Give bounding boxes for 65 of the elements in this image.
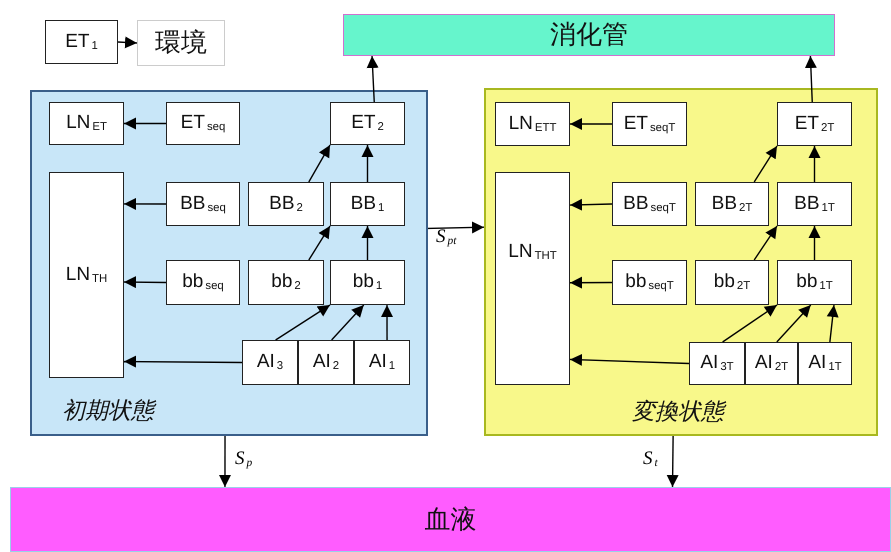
compartment-box: bb$_{2}$ xyxy=(248,260,324,305)
compartment-box: bb$_{seqT}$ xyxy=(612,260,687,305)
edge-label: S$_{p}$ xyxy=(235,448,252,470)
compartment-box: BB$_{1}$ xyxy=(330,182,405,226)
arrow xyxy=(826,304,839,342)
arrow xyxy=(124,198,166,210)
compartment-box: BB$_{1T}$ xyxy=(777,182,852,226)
compartment-box: bb$_{1T}$ xyxy=(777,260,852,305)
compartment-box: AI$_{1T}$ xyxy=(798,342,852,385)
arrow xyxy=(804,56,817,102)
compartment-box: 血液 xyxy=(10,487,891,552)
compartment-box: bb$_{1}$ xyxy=(330,260,405,305)
compartment-box: BB$_{seqT}$ xyxy=(612,182,687,226)
arrow xyxy=(118,36,138,48)
compartment-box: AI$_{3T}$ xyxy=(689,342,745,385)
group-title: 初期状態 xyxy=(62,395,154,426)
compartment-box: LN$_{THT}$ xyxy=(495,172,570,385)
arrow xyxy=(362,226,374,260)
arrow xyxy=(381,305,394,340)
group-title: 変換状態 xyxy=(632,396,724,427)
arrow xyxy=(362,145,374,182)
compartment-box: ET$_{seqT}$ xyxy=(612,102,687,146)
arrow xyxy=(124,276,166,288)
arrow xyxy=(570,198,612,211)
compartment-box: bb$_{2T}$ xyxy=(695,260,769,305)
arrow xyxy=(308,144,331,182)
arrow xyxy=(722,304,778,343)
compartment-box: 消化管 xyxy=(343,14,835,56)
compartment-panel xyxy=(484,88,878,436)
arrow xyxy=(776,304,812,342)
compartment-box: AI$_{2}$ xyxy=(298,340,354,385)
compartment-panel xyxy=(30,90,428,436)
arrow xyxy=(754,146,778,182)
compartment-box: ET$_{2}$ xyxy=(330,102,405,145)
arrow xyxy=(570,118,612,130)
arrow xyxy=(218,436,231,487)
compartment-box: ET$_{seq}$ xyxy=(166,102,240,145)
compartment-box: ET$_{2T}$ xyxy=(777,102,852,146)
arrow xyxy=(808,226,820,260)
compartment-box: AI$_{3}$ xyxy=(242,340,298,385)
arrow xyxy=(808,146,820,182)
arrow xyxy=(570,276,612,289)
arrow xyxy=(331,304,364,340)
arrow xyxy=(754,226,778,260)
edge-label: S$_{pt}$ xyxy=(436,226,456,248)
edge-label: S$_{t}$ xyxy=(643,448,658,470)
arrow xyxy=(124,118,166,130)
compartment-box: LN$_{ETT}$ xyxy=(495,102,570,146)
compartment-box: LN$_{ET}$ xyxy=(49,102,124,145)
compartment-box: LN$_{TH}$ xyxy=(49,172,124,378)
compartment-box: bb$_{seq}$ xyxy=(166,260,240,305)
arrow xyxy=(666,436,679,487)
arrow xyxy=(570,354,690,366)
compartment-box: ET$_{1}$ xyxy=(45,20,118,64)
compartment-box: BB$_{2}$ xyxy=(248,182,324,226)
arrow xyxy=(275,304,330,341)
compartment-box: BB$_{2T}$ xyxy=(695,182,769,226)
arrow xyxy=(124,356,242,368)
arrow xyxy=(366,56,379,102)
compartment-box: BB$_{seq}$ xyxy=(166,182,240,226)
compartment-box: 環境 xyxy=(137,20,225,66)
compartment-box: AI$_{2T}$ xyxy=(745,342,798,385)
arrow xyxy=(308,226,331,260)
arrow xyxy=(428,221,484,234)
compartment-box: AI$_{1}$ xyxy=(354,340,410,385)
